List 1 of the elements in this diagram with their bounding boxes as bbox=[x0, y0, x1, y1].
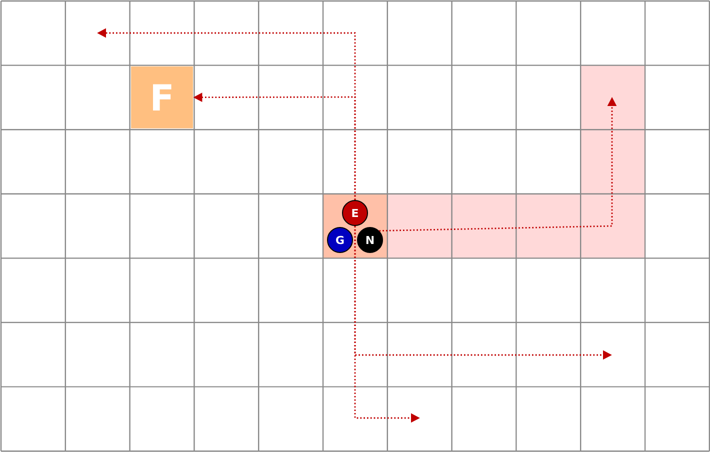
letter-cell: F bbox=[131, 66, 193, 128]
